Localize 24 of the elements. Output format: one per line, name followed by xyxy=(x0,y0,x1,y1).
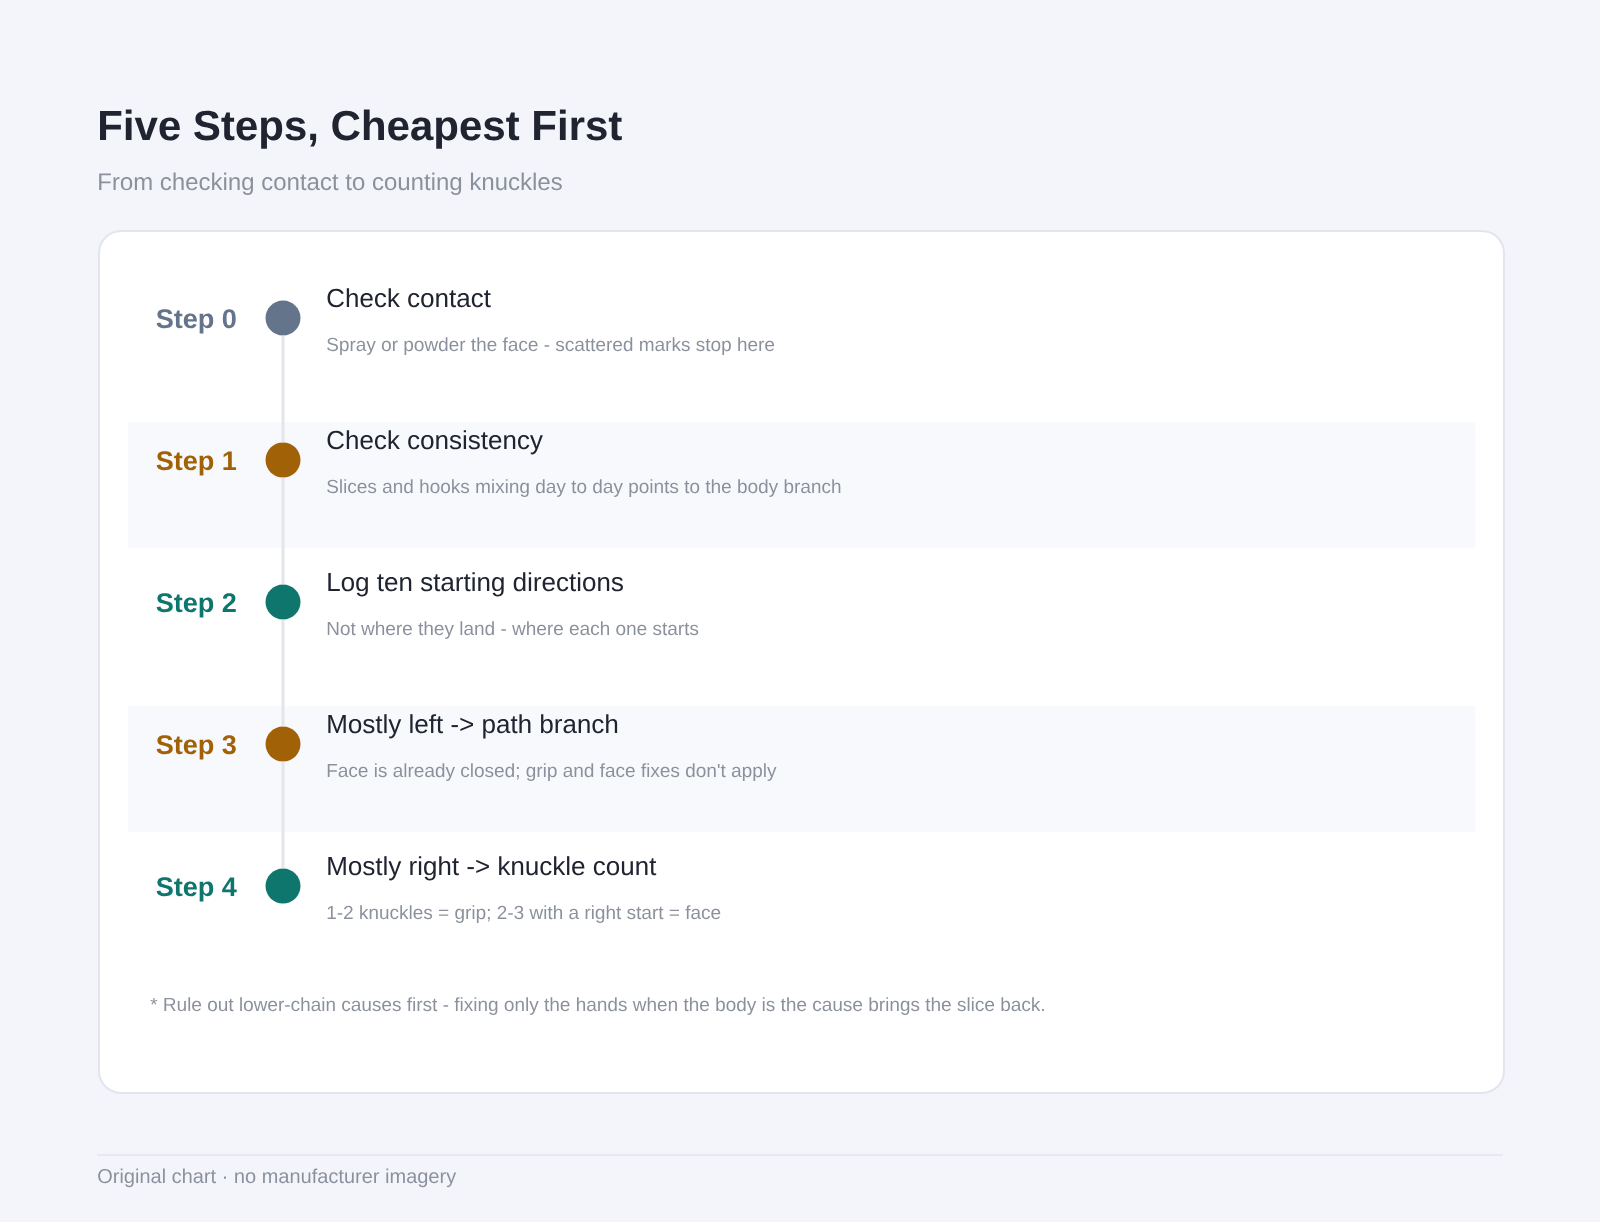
step-label: Step 4 xyxy=(156,877,237,902)
timeline-dot xyxy=(265,868,301,904)
title: Five Steps, Cheapest First xyxy=(100,109,622,149)
step-title: Check consistency xyxy=(327,430,543,455)
footnote: * Rule out lower-chain causes first - fixing only the hands when the body is the cause brings the slice back. xyxy=(150,997,1044,1015)
timeline-dot xyxy=(265,442,301,478)
step-title: Mostly right -> knuckle count xyxy=(328,856,657,881)
step-label: Step 2 xyxy=(156,593,236,618)
source-note: Original chart · no manufacturer imagery xyxy=(98,1168,457,1188)
step-description: 1-2 knuckles = grip; 2-3 with a right start = face xyxy=(327,905,721,923)
step-title: Check contact xyxy=(327,288,491,308)
step-label: Step 1 xyxy=(156,451,237,476)
step-title: Log ten starting directions xyxy=(328,572,623,597)
timeline-dot xyxy=(265,726,301,762)
step-label: Step 0 xyxy=(156,309,236,334)
step-description: Slices and hooks mixing day to day points to the body branch xyxy=(327,479,841,497)
step-title: Mostly left -> path branch xyxy=(328,714,618,739)
timeline-dot xyxy=(265,300,301,336)
step-description: Spray or powder the face - scattered marks stop here xyxy=(327,337,775,355)
step-label: Step 3 xyxy=(156,735,236,760)
step-description: Face is already closed; grip and face fixes don't apply xyxy=(327,763,777,781)
subtitle: From checking contact to counting knuckles xyxy=(99,172,562,195)
step-description: Not where they land - where each one starts xyxy=(327,621,699,639)
timeline-dot xyxy=(265,584,301,620)
